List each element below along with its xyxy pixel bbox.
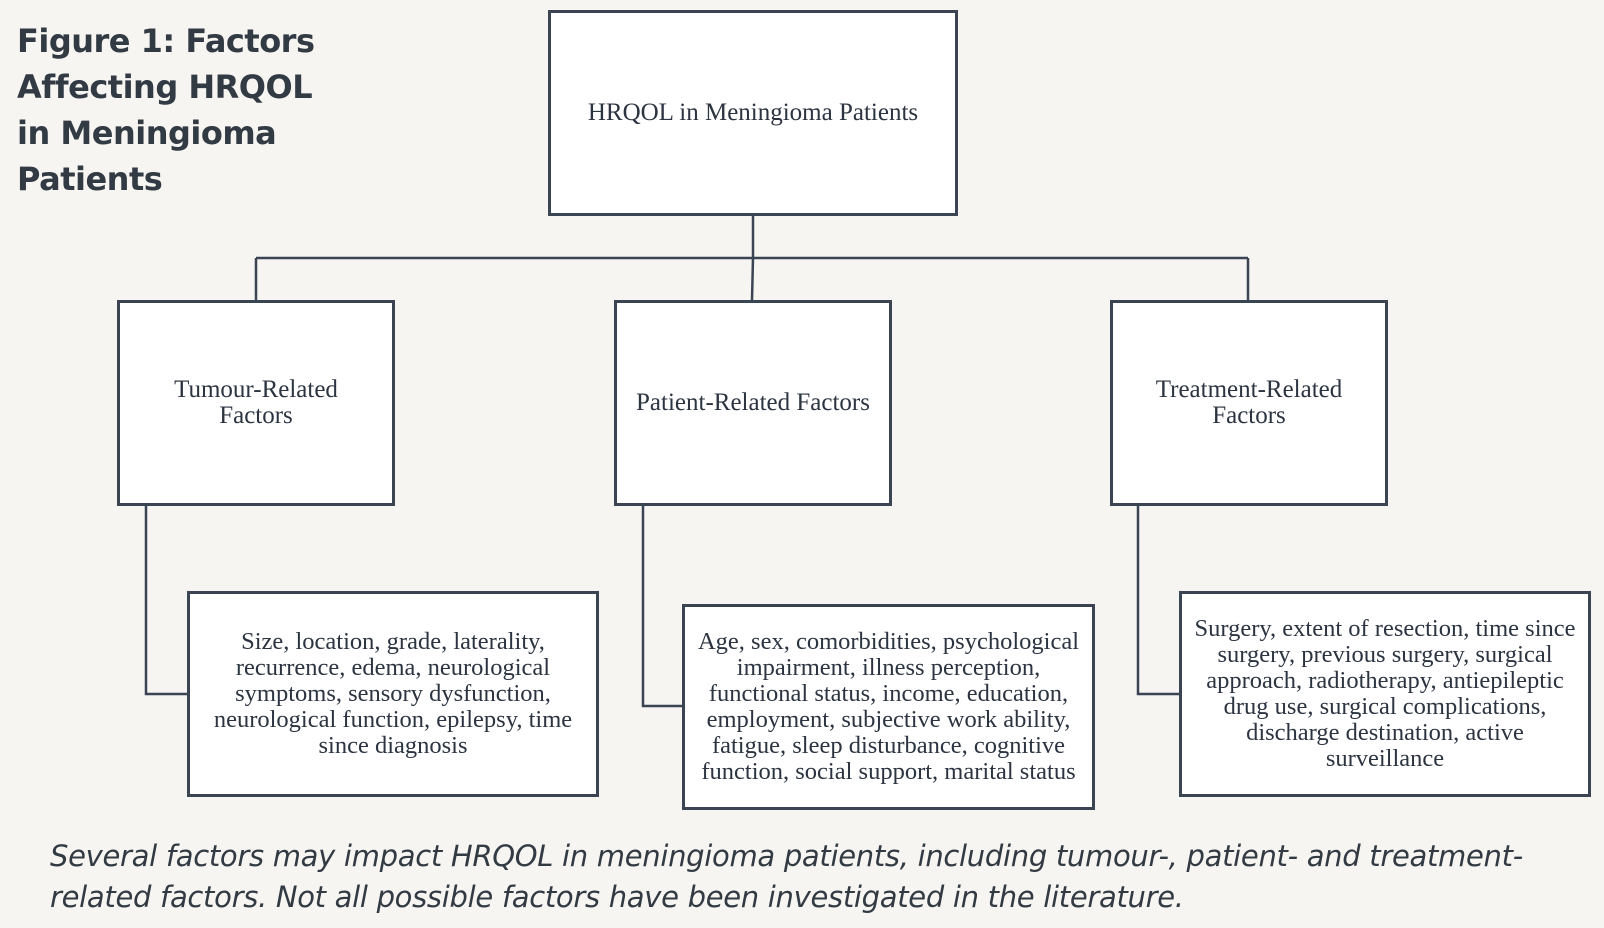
tumour-details-box: Size, location, grade, laterality, recur… [187, 591, 599, 797]
treatment-factors-label: Treatment-Related Factors [1155, 376, 1343, 429]
treatment-details-text: Surgery, extent of resection, time since… [1194, 615, 1576, 772]
patient-details-box: Age, sex, comorbidities, psychological i… [682, 604, 1095, 810]
treatment-details-box: Surgery, extent of resection, time since… [1179, 591, 1591, 797]
patient-details-text: Age, sex, comorbidities, psychological i… [697, 628, 1080, 785]
patient-detail-connector [641, 506, 682, 708]
tumour-factors-box: Tumour-Related Factors [117, 300, 395, 506]
tumour-detail-connector [144, 506, 187, 696]
patient-drop-connector [750, 257, 755, 301]
root-node-label: HRQOL in Meningioma Patients [587, 99, 919, 126]
treatment-factors-box: Treatment-Related Factors [1110, 300, 1388, 506]
root-node-box: HRQOL in Meningioma Patients [548, 10, 958, 216]
patient-factors-box: Patient-Related Factors [614, 300, 892, 506]
tumour-factors-label: Tumour-Related Factors [174, 376, 338, 429]
tumour-details-text: Size, location, grade, laterality, recur… [213, 628, 573, 759]
figure-title: Figure 1: Factors Affecting HRQOL in Men… [17, 22, 315, 198]
figure-caption: Several factors may impact HRQOL in meni… [50, 839, 1523, 914]
patient-factors-label: Patient-Related Factors [636, 389, 870, 416]
treatment-detail-connector [1136, 506, 1179, 696]
